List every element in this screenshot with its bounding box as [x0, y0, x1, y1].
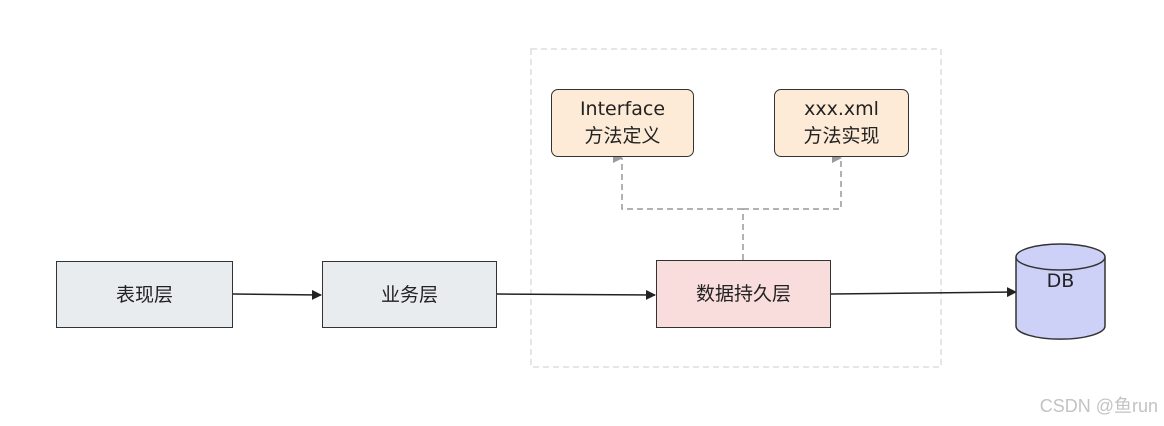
database-cylinder [1015, 243, 1106, 340]
presentation-layer-box: 表现层 [56, 261, 233, 328]
persistence-layer-box: 数据持久层 [656, 260, 831, 328]
presentation-layer-label: 表现层 [115, 283, 173, 306]
dashed-connector-to-interface [613, 153, 743, 210]
arrow-presentation-to-business [232, 289, 322, 300]
xml-implementation-box: xxx.xml 方法实现 [774, 89, 909, 157]
dashed-connector-to-xml [743, 153, 842, 210]
database-label: DB [1046, 270, 1075, 292]
interface-definition-box: Interface 方法定义 [551, 89, 694, 157]
interface-title: Interface [579, 98, 666, 120]
business-layer-box: 业务层 [322, 261, 497, 328]
persistence-group-boundary [530, 48, 942, 368]
watermark-text: CSDN @鱼run [1039, 396, 1158, 416]
arrow-persistence-to-db [830, 287, 1017, 298]
arrow-business-to-persistence [496, 289, 656, 300]
persistence-layer-label: 数据持久层 [695, 283, 791, 305]
xml-title: xxx.xml [804, 98, 879, 120]
interface-subtitle: 方法定义 [584, 125, 661, 147]
xml-subtitle: 方法实现 [803, 125, 880, 147]
business-layer-label: 业务层 [380, 283, 438, 306]
